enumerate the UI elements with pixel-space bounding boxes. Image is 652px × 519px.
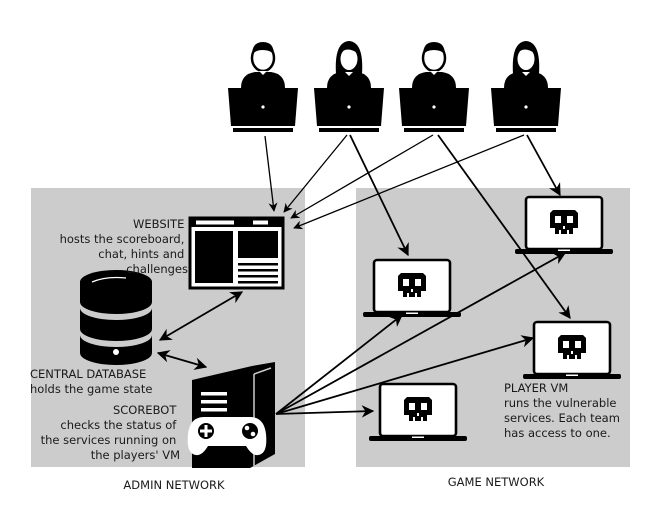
player-1 [228, 40, 298, 132]
arrow-scorebot-vm2 [275, 252, 567, 415]
admin-arrows [156, 291, 244, 370]
player-vm-title: PLAYER VM [504, 381, 568, 395]
website-desc-line: challenges [126, 262, 188, 276]
arrow-p4-vm2 [526, 134, 561, 197]
arrow-p3-website [290, 134, 434, 219]
skull-laptop-icon [367, 382, 469, 443]
laptop-icon [491, 88, 561, 132]
scorebot-arrows [275, 252, 567, 418]
arrow-scorebot-vm3 [275, 335, 535, 415]
database-icon [80, 270, 152, 365]
laptop-icon [399, 88, 469, 132]
scorebot-desc-line: the players' VM [91, 448, 180, 462]
arrow-p2-website [283, 134, 348, 213]
player-vm-desc-line: services. Each team [504, 411, 620, 425]
player-male-icon [239, 40, 287, 90]
scorebot-title: SCOREBOT [113, 403, 177, 417]
skull-laptop-icon [513, 195, 615, 256]
arrow-scorebot-vm4 [275, 405, 375, 418]
arrow-scorebot-vm1 [275, 314, 403, 415]
player-3 [399, 40, 469, 132]
scorebot-desc-line: checks the status of [60, 418, 177, 432]
player-female-icon [503, 40, 549, 89]
player-vm-1 [361, 258, 463, 319]
website-icon [188, 216, 285, 290]
scorebot-label: SCOREBOT checks the status of the servic… [41, 403, 180, 462]
database-label: CENTRAL DATABASE holds the game state [30, 367, 152, 396]
player-vm-label: PLAYER VM runs the vulnerable services. … [504, 381, 624, 440]
player-arrows [264, 134, 571, 320]
arrow-p1-website [264, 135, 278, 212]
database-title: CENTRAL DATABASE [30, 367, 146, 381]
database-desc-line: holds the game state [30, 382, 152, 396]
player-4 [491, 40, 561, 132]
player-vm-desc-line: has access to one. [504, 426, 611, 440]
scorebot-desc-line: the services running on [41, 433, 177, 447]
player-vm-desc-line: runs the vulnerable [504, 396, 616, 410]
laptop-icon [314, 88, 384, 132]
game-network-label: GAME NETWORK [448, 475, 545, 489]
arrow-p4-website [293, 134, 525, 230]
skull-laptop-icon [521, 320, 623, 381]
arrow-p3-vm3 [437, 134, 571, 320]
player-vm-3 [521, 320, 623, 381]
arrow-database-scorebot [156, 350, 208, 370]
player-vm-4 [367, 382, 469, 443]
website-desc-line: hosts the scoreboard, [60, 232, 185, 246]
website-title: WEBSITE [133, 217, 184, 231]
website-label: WEBSITE hosts the scoreboard, chat, hint… [60, 217, 188, 276]
player-male-icon [410, 40, 458, 90]
laptop-icon [228, 88, 298, 132]
admin-network-label: ADMIN NETWORK [123, 478, 225, 492]
arrow-database-website [158, 291, 244, 341]
arrow-p2-vm1 [349, 134, 409, 257]
player-vm-2 [513, 195, 615, 256]
player-2 [314, 40, 384, 132]
website-desc-line: chat, hints and [98, 247, 184, 261]
scorebot-icon [187, 362, 275, 468]
skull-laptop-icon [361, 258, 463, 319]
player-female-icon [326, 40, 372, 89]
